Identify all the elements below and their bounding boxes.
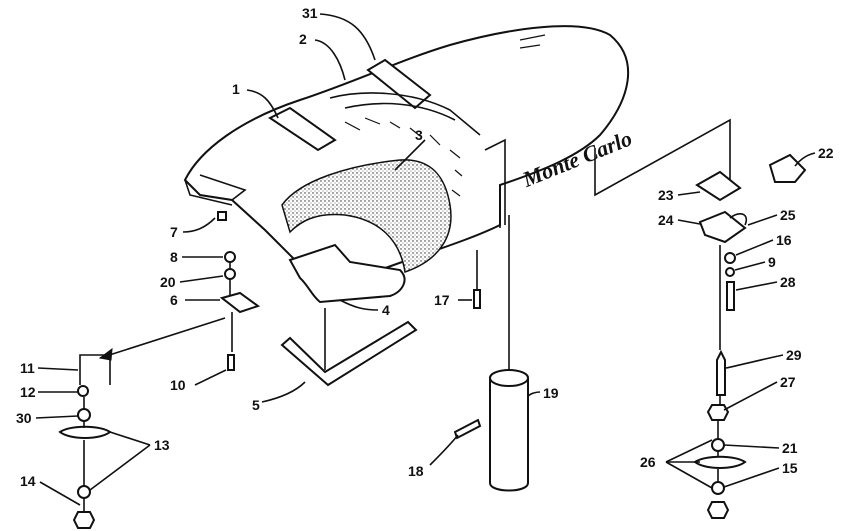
callout-1: 1 <box>232 81 240 97</box>
callout-31: 31 <box>302 5 318 21</box>
callout-9: 9 <box>768 254 776 270</box>
screw-18 <box>453 418 482 440</box>
callout-26: 26 <box>640 454 656 470</box>
callout-5: 5 <box>252 397 260 413</box>
nut-20 <box>224 268 236 280</box>
bolt-17 <box>473 289 481 309</box>
prop-rod-5 <box>280 320 418 387</box>
washer-16 <box>724 252 736 264</box>
callout-3: 3 <box>415 127 423 143</box>
left-hardware <box>58 251 261 529</box>
washer-15 <box>711 481 725 495</box>
nut-15 <box>706 501 730 519</box>
callout-21: 21 <box>782 440 798 456</box>
seat-pan <box>288 243 406 304</box>
callout-2: 2 <box>299 31 307 47</box>
callout-4: 4 <box>382 302 390 318</box>
center-post <box>453 215 529 492</box>
seat-assembly: Monte Carlo <box>183 25 636 304</box>
spring-25 <box>729 213 748 226</box>
right-hardware <box>594 118 807 519</box>
latch-clip <box>217 211 227 221</box>
callout-10: 10 <box>170 377 186 393</box>
washer-9 <box>725 267 735 277</box>
bolt-10 <box>227 354 235 371</box>
striker-23 <box>695 170 742 202</box>
u-bolt-11 <box>79 354 111 385</box>
seat-strap-front <box>268 106 337 152</box>
callout-24: 24 <box>658 212 674 228</box>
callout-6: 6 <box>170 292 178 308</box>
stud-29 <box>716 349 726 396</box>
grommet-26 <box>693 455 747 469</box>
callout-28: 28 <box>780 274 796 290</box>
callout-19: 19 <box>543 385 559 401</box>
washer-14 <box>77 485 91 499</box>
leader-lines <box>35 13 816 506</box>
callout-27: 27 <box>780 374 796 390</box>
callout-16: 16 <box>776 232 792 248</box>
callout-25: 25 <box>780 207 796 223</box>
nut-27 <box>706 404 730 421</box>
post-tube-19 <box>489 369 529 492</box>
latch-22 <box>768 153 807 183</box>
callout-29: 29 <box>786 347 802 363</box>
callout-7: 7 <box>170 224 178 240</box>
washer-8 <box>224 251 236 263</box>
callout-20: 20 <box>160 274 176 290</box>
callout-13: 13 <box>154 437 170 453</box>
seat-foam <box>281 159 452 273</box>
callout-12: 12 <box>20 384 36 400</box>
hinge-plate-6 <box>219 291 261 314</box>
nut-14 <box>72 511 96 529</box>
callout-17: 17 <box>434 292 450 308</box>
callout-30: 30 <box>16 410 32 426</box>
callout-labels: 31 2 1 3 7 8 20 6 4 10 5 17 19 18 11 12 … <box>16 5 834 489</box>
washer-21 <box>711 438 725 452</box>
bolt-28 <box>726 281 735 311</box>
callout-15: 15 <box>782 460 798 476</box>
callout-8: 8 <box>170 249 178 265</box>
callout-23: 23 <box>658 187 674 203</box>
nut-12 <box>77 385 89 397</box>
callout-18: 18 <box>408 463 424 479</box>
callout-14: 14 <box>20 473 36 489</box>
grommet-13 <box>58 425 112 439</box>
washer-30 <box>77 408 91 422</box>
callout-22: 22 <box>818 145 834 161</box>
bracket-24 <box>698 210 747 244</box>
callout-11: 11 <box>20 360 35 376</box>
